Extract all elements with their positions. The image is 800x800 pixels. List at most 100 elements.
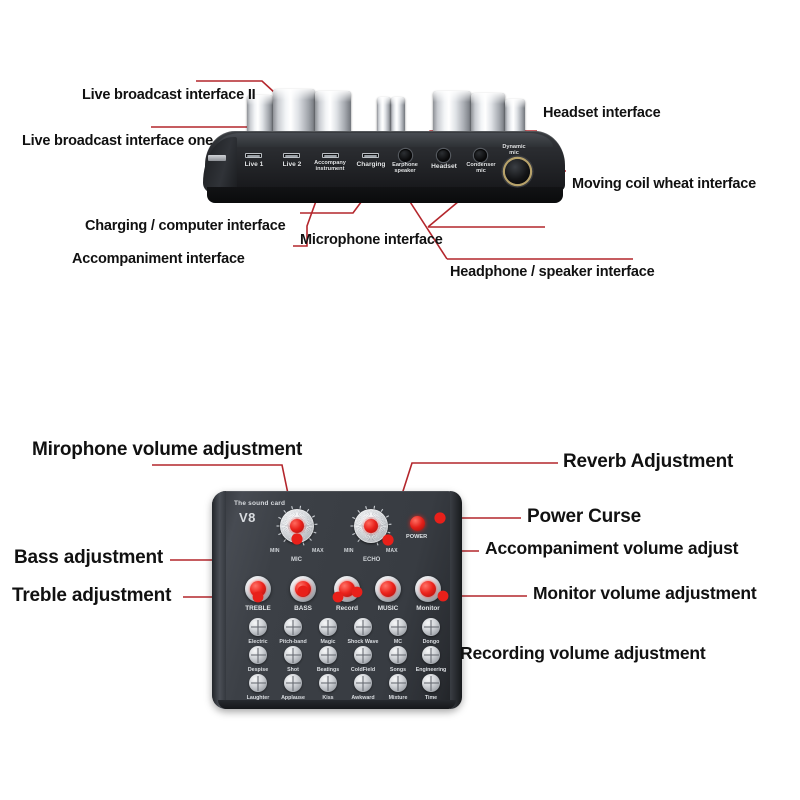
rear-panel-top-strip bbox=[217, 133, 553, 147]
fx-cross bbox=[320, 654, 336, 656]
power-led[interactable] bbox=[410, 516, 425, 531]
top-panel-left-edge bbox=[212, 491, 226, 709]
fx-button-coldfield[interactable] bbox=[354, 646, 372, 664]
fx-cross bbox=[423, 626, 439, 628]
fx-label-mc: MC bbox=[393, 639, 403, 645]
sound-card-top-panel: The sound card V8 bbox=[212, 491, 462, 709]
knob-monitor[interactable] bbox=[415, 576, 441, 602]
rear-knob-5[interactable] bbox=[391, 97, 405, 135]
callout-microphone-volume-adjustment: Mirophone volume adjustment bbox=[32, 439, 303, 460]
knob-music[interactable] bbox=[375, 576, 401, 602]
fx-button-pitch-band[interactable] bbox=[284, 618, 302, 636]
callout-microphone-interface: Microphone interface bbox=[300, 232, 443, 248]
fx-button-magic[interactable] bbox=[319, 618, 337, 636]
knob-max-mic: MAX bbox=[312, 548, 324, 554]
knob-label-record: Record bbox=[335, 605, 359, 612]
fx-button-dongo[interactable] bbox=[422, 618, 440, 636]
model-text: V8 bbox=[239, 510, 256, 525]
fx-label-magic: Magic bbox=[320, 639, 336, 645]
fx-button-time[interactable] bbox=[422, 674, 440, 692]
fx-label-pitch-band: Pitch-band bbox=[279, 639, 307, 645]
fx-button-shock-wave[interactable] bbox=[354, 618, 372, 636]
port-label-headset: Headset bbox=[431, 163, 457, 170]
brand-text: The sound card bbox=[234, 500, 286, 507]
fx-button-laughter[interactable] bbox=[249, 674, 267, 692]
port-headset[interactable] bbox=[437, 149, 450, 162]
port-earphone-speaker[interactable] bbox=[399, 149, 412, 162]
callout-reverb-adjustment: Reverb Adjustment bbox=[563, 451, 734, 472]
callout-accompaniment-interface: Accompaniment interface bbox=[72, 251, 245, 267]
callout-monitor-volume-adjustment: Monitor volume adjustment bbox=[533, 583, 757, 603]
fx-button-kiss[interactable] bbox=[319, 674, 337, 692]
fx-cross bbox=[390, 654, 406, 656]
fx-cross bbox=[423, 682, 439, 684]
port-live-2[interactable] bbox=[283, 153, 300, 158]
rotary-ticks-mic bbox=[276, 505, 318, 546]
rear-panel-body: Live 1 Live 2 Accompany instrument Charg… bbox=[203, 131, 565, 215]
rear-knob-8[interactable] bbox=[505, 99, 525, 139]
fx-button-mc[interactable] bbox=[389, 618, 407, 636]
fx-label-despise: Despise bbox=[247, 667, 269, 673]
knob-record[interactable] bbox=[334, 576, 360, 602]
callout-bass-adjustment: Bass adjustment bbox=[14, 547, 164, 568]
fx-button-beatings[interactable] bbox=[319, 646, 337, 664]
fx-cross bbox=[355, 626, 371, 628]
callout-headphone-speaker-interface: Headphone / speaker interface bbox=[450, 264, 655, 280]
knob-label-treble: TREBLE bbox=[245, 605, 271, 612]
port-live-1[interactable] bbox=[245, 153, 262, 158]
knob-name-echo: ECHO bbox=[363, 557, 381, 563]
fx-cross bbox=[423, 654, 439, 656]
fx-button-mixture[interactable] bbox=[389, 674, 407, 692]
fx-label-mixture: Mixture bbox=[388, 695, 408, 701]
callout-treble-adjustment: Treble adjustment bbox=[12, 585, 172, 606]
knob-treble[interactable] bbox=[245, 576, 271, 602]
fx-label-shot: Shot bbox=[287, 667, 299, 673]
fx-cross bbox=[250, 626, 266, 628]
fx-label-time: Time bbox=[424, 695, 438, 701]
rotary-knob-mic[interactable] bbox=[275, 504, 319, 548]
port-accompany-instrument[interactable] bbox=[322, 153, 339, 158]
fx-button-songs[interactable] bbox=[389, 646, 407, 664]
power-label: POWER bbox=[406, 534, 428, 540]
fx-label-dongo: Dongo bbox=[422, 639, 440, 645]
port-charging[interactable] bbox=[362, 153, 379, 158]
top-panel-bottom-edge bbox=[218, 700, 456, 709]
fx-cross bbox=[250, 654, 266, 656]
port-dynamic-mic[interactable] bbox=[505, 159, 530, 184]
fx-cross bbox=[250, 682, 266, 684]
fx-label-engineering: Engineering bbox=[415, 667, 447, 673]
top-panel-right-edge bbox=[450, 491, 462, 709]
port-label-earphone-speaker: Earphone speaker bbox=[392, 162, 418, 174]
fx-button-engineering[interactable] bbox=[422, 646, 440, 664]
fx-button-shot[interactable] bbox=[284, 646, 302, 664]
knob-label-bass: BASS bbox=[294, 605, 312, 612]
fx-label-electric: Electric bbox=[248, 639, 268, 645]
callout-headset-interface: Headset interface bbox=[543, 105, 661, 121]
callout-live-broadcast-interface-one: Live broadcast interface one bbox=[22, 133, 214, 149]
port-label-live-2: Live 2 bbox=[282, 161, 302, 168]
fx-cross bbox=[390, 682, 406, 684]
port-label-live-1: Live 1 bbox=[244, 161, 264, 168]
knob-bass[interactable] bbox=[290, 576, 316, 602]
callout-live-broadcast-interface-ii: Live broadcast interface II bbox=[82, 87, 256, 103]
knob-label-monitor: Monitor bbox=[416, 605, 440, 612]
fx-label-songs: Songs bbox=[389, 667, 407, 673]
fx-label-laughter: Laughter bbox=[246, 695, 270, 701]
fx-cross bbox=[285, 654, 301, 656]
port-label-accompany-instrument: Accompany instrument bbox=[314, 160, 346, 172]
rear-knob-4[interactable] bbox=[377, 97, 391, 135]
fx-button-awkward[interactable] bbox=[354, 674, 372, 692]
rotary-knob-echo[interactable] bbox=[349, 504, 393, 548]
callout-accompaniment-volume-adjust: Accompaniment volume adjust bbox=[485, 538, 739, 558]
fx-button-electric[interactable] bbox=[249, 618, 267, 636]
fx-button-applause[interactable] bbox=[284, 674, 302, 692]
fx-button-despise[interactable] bbox=[249, 646, 267, 664]
rear-panel-base bbox=[207, 187, 563, 203]
port-condenser-mic[interactable] bbox=[474, 149, 487, 162]
side-slot bbox=[208, 155, 226, 161]
fx-label-shock-wave: Shock Wave bbox=[347, 639, 379, 645]
rotary-indicator-mic bbox=[290, 519, 304, 533]
callout-charging-computer-interface: Charging / computer interface bbox=[85, 218, 286, 234]
fx-cross bbox=[285, 626, 301, 628]
